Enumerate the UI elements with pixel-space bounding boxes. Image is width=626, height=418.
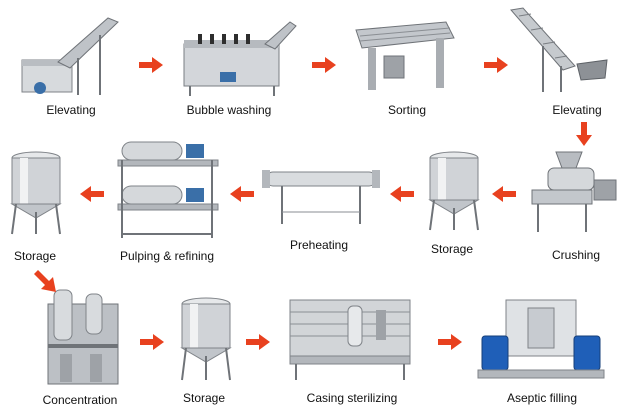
elevator-conveyor-1	[21, 17, 119, 95]
arrow-down-right-icon	[34, 270, 56, 292]
arrow-right-icon	[140, 334, 164, 350]
arrow-right-icon	[246, 334, 270, 350]
arrow-left-icon	[80, 186, 104, 202]
storage-tank-2	[10, 151, 62, 235]
arrow-left-icon	[492, 186, 516, 202]
arrow-right-icon	[438, 334, 462, 350]
arrow-left-icon	[230, 186, 254, 202]
casing-sterilizer	[289, 299, 411, 380]
concentrator	[47, 289, 119, 385]
arrow-down-icon	[576, 122, 592, 146]
bubble-washer	[183, 21, 297, 96]
crusher	[531, 151, 617, 232]
arrow-right-icon	[484, 57, 508, 73]
elevator-conveyor-2	[510, 7, 608, 92]
arrow-left-icon	[390, 186, 414, 202]
sorting-machine	[355, 21, 455, 90]
step-label-preheating: Preheating	[289, 238, 349, 252]
step-label-storage-3: Storage	[182, 391, 226, 405]
step-label-aseptic-filling: Aseptic filling	[506, 391, 578, 405]
step-label-storage-2: Storage	[13, 249, 57, 263]
storage-tank-3	[180, 297, 232, 381]
step-label-elevating-1: Elevating	[46, 103, 96, 117]
step-label-storage-1: Storage	[430, 242, 474, 256]
arrow-right-icon	[312, 57, 336, 73]
step-label-bubble-washing: Bubble washing	[186, 103, 272, 117]
storage-tank-1	[428, 151, 480, 231]
step-label-elevating-2: Elevating	[552, 103, 602, 117]
pulper-refiner	[117, 141, 219, 238]
arrow-right-icon	[139, 57, 163, 73]
preheater	[262, 170, 380, 224]
step-label-casing-sterilizing: Casing sterilizing	[306, 391, 398, 405]
step-label-sorting: Sorting	[387, 103, 427, 117]
step-label-concentration: Concentration	[42, 393, 118, 407]
step-label-crushing: Crushing	[551, 248, 601, 262]
aseptic-filler	[477, 299, 605, 379]
step-label-pulping-refining: Pulping & refining	[119, 249, 215, 263]
